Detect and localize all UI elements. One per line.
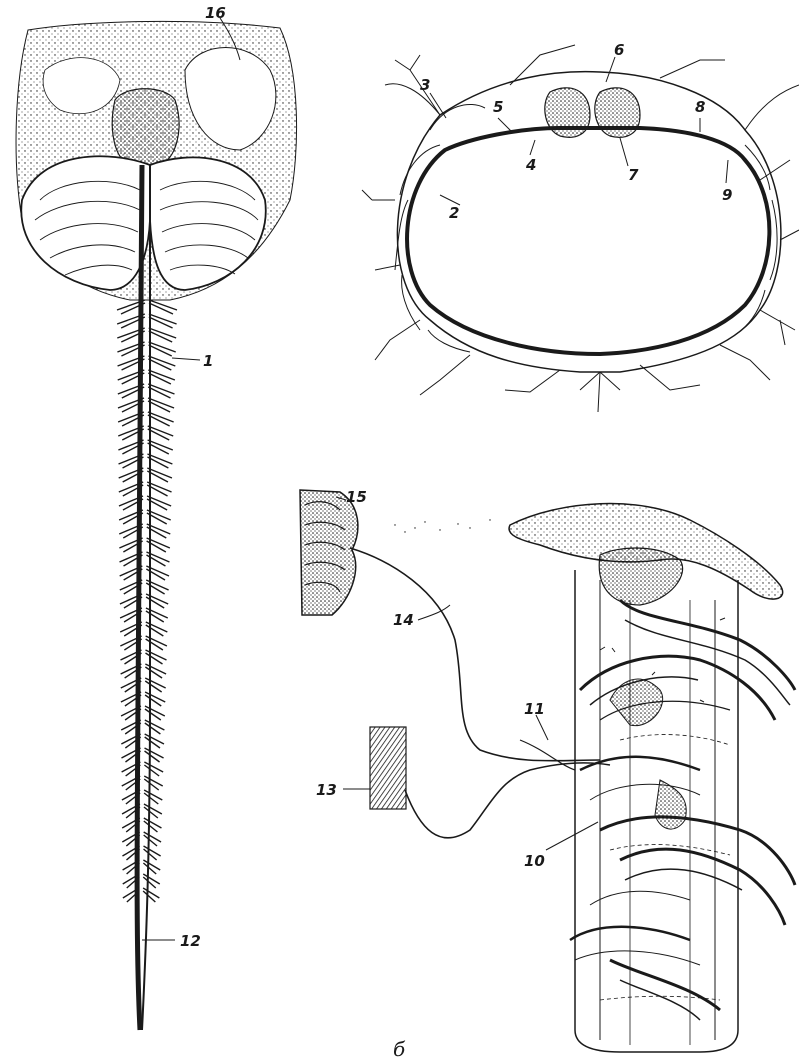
figure-caption: б <box>393 1037 406 1061</box>
nerve-rootlet <box>144 790 162 804</box>
label-8: 8 <box>695 98 705 116</box>
nerve-rootlet <box>145 692 165 706</box>
nerve-rootlet <box>148 398 174 412</box>
nerve-rootlet <box>147 468 172 482</box>
nerve-rootlet <box>144 846 161 860</box>
nerve-rootlet <box>145 664 166 678</box>
nerve-rootlet <box>143 888 159 902</box>
label-10: 10 <box>524 852 545 870</box>
nerve-rootlet <box>144 818 162 832</box>
nerve-rootlet <box>144 832 161 846</box>
nerve-rootlet <box>148 370 175 384</box>
label-9: 9 <box>722 186 732 204</box>
nerve-rootlet <box>145 720 165 734</box>
nerve-rootlet <box>148 412 174 426</box>
label-12: 12 <box>180 932 201 950</box>
label-7: 7 <box>628 166 639 184</box>
nerve-rootlet <box>145 678 165 692</box>
nerve-rootlet <box>145 748 164 762</box>
nerve-rootlet <box>148 384 174 398</box>
nerve-rootlet <box>143 874 160 888</box>
nerve-rootlet <box>148 426 173 440</box>
nerve-rootlet <box>144 776 162 790</box>
label-13: 13 <box>316 781 337 799</box>
nerve-rootlet <box>146 636 167 650</box>
nerve-rootlet <box>149 300 177 314</box>
nerve-rootlet <box>147 454 172 468</box>
label-4: 4 <box>525 156 536 174</box>
nerve-rootlet <box>148 440 173 454</box>
spinal-segment-illustration <box>509 504 795 1052</box>
label-6: 6 <box>614 41 624 59</box>
spinal-nerve-roots <box>117 300 177 902</box>
label-15: 15 <box>346 488 367 506</box>
nerve-rootlet <box>146 650 167 664</box>
label-3: 3 <box>420 76 430 94</box>
nerve-rootlet <box>149 342 176 356</box>
label-2: 2 <box>449 204 459 222</box>
nerve-rootlet <box>149 328 176 342</box>
label-14: 14 <box>393 611 414 629</box>
cross-section-illustration <box>362 45 799 412</box>
nerve-rootlet <box>143 860 160 874</box>
label-11: 11 <box>524 700 545 718</box>
nerve-rootlet <box>148 356 175 370</box>
nerve-rootlet <box>149 314 177 328</box>
label-5: 5 <box>493 98 503 116</box>
nerve-rootlet <box>145 734 164 748</box>
nerve-rootlet <box>145 706 165 720</box>
label-16: 16 <box>205 4 226 22</box>
brain-and-spinal-cord-illustration <box>16 21 297 1030</box>
faint-dots <box>394 519 490 532</box>
nerve-rootlet <box>144 804 162 818</box>
label-1: 1 <box>203 352 213 370</box>
nerve-rootlet <box>144 762 163 776</box>
